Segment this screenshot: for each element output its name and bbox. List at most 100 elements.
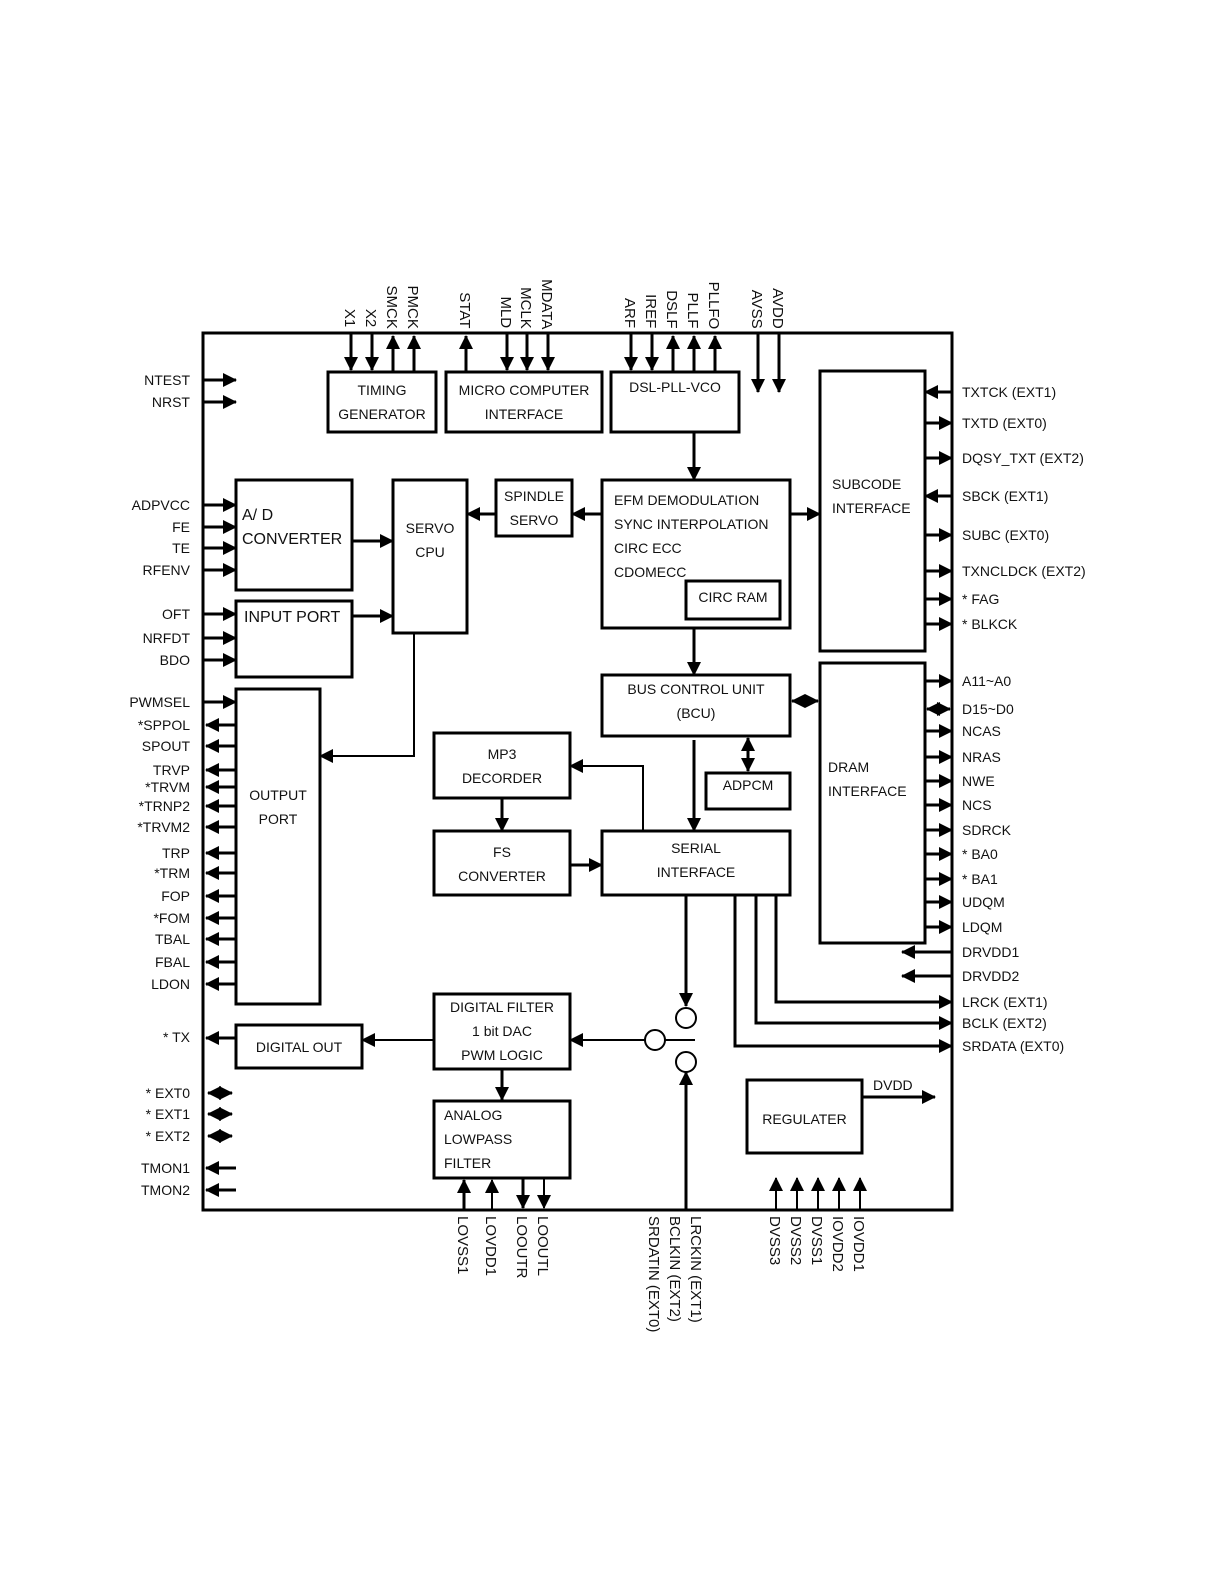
digital-filter-label: PWM LOGIC (461, 1047, 543, 1063)
pin-left-label: PWMSEL (129, 694, 190, 710)
serial-interface-box (600, 829, 792, 897)
adpcm-box (704, 771, 792, 811)
spindle-servo-label: SPINDLE (504, 488, 564, 504)
pin-right-label: TXNCLDCK (EXT2) (962, 563, 1086, 579)
switch-contact-common (644, 1029, 666, 1051)
pin-left-label: ADPVCC (132, 497, 190, 513)
timing-generator-label: TIMING (358, 382, 407, 398)
analog-lowpass-filter-label: FILTER (444, 1155, 491, 1171)
pin-left-label: *TRVM2 (137, 819, 190, 835)
pin-left-label: TRVP (153, 762, 190, 778)
efm-block-label: EFM DEMODULATION (614, 492, 759, 508)
pin-left-label: TMON2 (141, 1182, 190, 1198)
analog-lowpass-filter-label: LOWPASS (444, 1131, 512, 1147)
ad-converter-label: CONVERTER (242, 531, 342, 548)
dram-interface-box (818, 661, 927, 945)
timing-generator-box (326, 370, 438, 434)
pin-top-label: AVSS (748, 290, 765, 329)
pin-left-label: TE (172, 540, 190, 556)
pin-top-label: AVDD (769, 288, 786, 329)
ad-converter-label: A/ D (242, 507, 273, 524)
pin-left-label: * EXT0 (146, 1085, 191, 1101)
pin-right-label: NCS (962, 797, 992, 813)
efm-block-label: SYNC INTERPOLATION (614, 516, 769, 532)
pin-right-label: * BLKCK (962, 616, 1018, 632)
pin-top-label: PLLF (684, 293, 701, 329)
pin-left-label: NRST (152, 394, 191, 410)
output-port-box (234, 687, 322, 1006)
pin-right-label: SBCK (EXT1) (962, 488, 1048, 504)
pin-top-label: IREF (642, 294, 659, 328)
pin-left-label: RFENV (143, 562, 191, 578)
pin-bottom-label: SRDATIN (EXT0) (645, 1216, 662, 1332)
servo-to-output-wire (319, 633, 415, 763)
pin-right-label: NWE (962, 773, 995, 789)
pin-left-label: OFT (162, 606, 190, 622)
pin-right-label: D15~D0 (962, 701, 1014, 717)
pin-top-label: MCLK (517, 287, 534, 329)
pin-bottom-label: LOOUTL (534, 1216, 551, 1276)
pin-right-label: A11~A0 (962, 673, 1011, 689)
pin-bottom-label: LOOUTR (513, 1216, 530, 1279)
pin-right-label: BCLK (EXT2) (962, 1015, 1047, 1031)
pin-bottom-label: DVSS3 (766, 1216, 783, 1265)
spindle-servo-box (494, 478, 574, 538)
dsl-pll-vco-block: DSL-PLL-VCO (609, 370, 741, 434)
pin-bottom-label: LOVDD1 (482, 1216, 499, 1276)
pin-right-label: UDQM (962, 894, 1005, 910)
pin-top-label: SMCK (383, 286, 400, 329)
wires (203, 333, 953, 1210)
efm-block-label: CIRC ECC (614, 540, 682, 556)
dsl-pll-vco-label: DSL-PLL-VCO (629, 379, 721, 395)
serial-output-wire (733, 895, 953, 1053)
bus-control-unit-block: BUS CONTROL UNIT(BCU) (600, 673, 792, 738)
pin-top-label: X1 (341, 309, 358, 327)
dsl-pll-vco-box (609, 370, 741, 434)
pin-right-label: DRVDD2 (962, 968, 1020, 984)
pin-bottom-label: DVSS1 (808, 1216, 825, 1265)
circ-ram-block: CIRC RAM (684, 579, 782, 621)
pin-left-label: *SPPOL (138, 717, 190, 733)
bus-control-unit-label: BUS CONTROL UNIT (627, 681, 765, 697)
fs-converter-block: FS CONVERTER (432, 829, 572, 897)
fs-converter-label: FS (493, 844, 511, 860)
digital-out-label: DIGITAL OUT (256, 1039, 343, 1055)
pin-left-label: TMON1 (141, 1160, 190, 1176)
fs-converter-label: CONVERTER (458, 868, 546, 884)
mp3-decoder-box (432, 731, 572, 800)
pin-left-label: FBAL (155, 954, 190, 970)
pin-bottom-label: DVSS2 (787, 1216, 804, 1265)
pin-top-label: ARF (621, 298, 638, 328)
fs-converter-box (432, 829, 572, 897)
servo-cpu-label: CPU (415, 544, 445, 560)
pin-left-label: LDON (151, 976, 190, 992)
pin-top-label: DSLF (663, 290, 680, 328)
pin-left-label: TBAL (155, 931, 190, 947)
timing-generator-label: GENERATOR (338, 406, 425, 422)
pin-left-label: SPOUT (142, 738, 191, 754)
pin-left-label: NRFDT (143, 630, 191, 646)
pin-left-label: FE (172, 519, 190, 535)
efm-block-label: CDOMECC (614, 564, 686, 580)
mp3-decoder-label: DECORDER (462, 770, 542, 786)
analog-lowpass-filter-box (432, 1099, 572, 1180)
pin-left-label: *TRVM (145, 779, 190, 795)
digital-out-box (234, 1023, 364, 1070)
serial-output-wire (754, 895, 953, 1030)
pin-right-label: LRCK (EXT1) (962, 994, 1048, 1010)
pin-top-label: MLD (497, 296, 514, 328)
servo-cpu-box (391, 478, 469, 635)
chip-outline (201, 331, 954, 1212)
regulater-box (745, 1078, 864, 1155)
digital-filter-box (432, 992, 572, 1071)
switch-contact-top (675, 1007, 697, 1029)
serial-to-mp3-wire (569, 759, 644, 831)
pin-left-label: * EXT2 (146, 1128, 191, 1144)
serial-interface-label: SERIAL (671, 840, 721, 856)
